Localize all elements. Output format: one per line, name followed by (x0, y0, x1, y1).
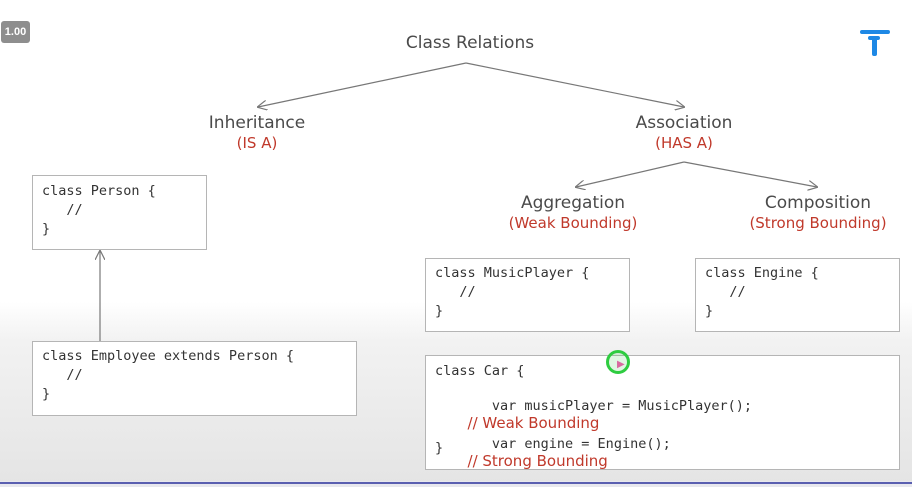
arrow-to-composition (683, 161, 817, 187)
code-line: // (435, 284, 476, 300)
code-line: } (435, 303, 444, 319)
aggregation-node: Aggregation (Weak Bounding) (493, 193, 653, 233)
association-title: Association (635, 113, 733, 133)
code-line: class Person { (42, 183, 156, 199)
code-line: // (42, 202, 83, 218)
code-line: class MusicPlayer { (435, 265, 590, 281)
composition-title: Composition (764, 193, 872, 213)
association-subtitle: (HAS A) (655, 134, 713, 152)
cursor-highlight-icon: ▶ (606, 350, 630, 374)
aggregation-title: Aggregation (520, 193, 626, 213)
code-line: var musicPlayer = MusicPlayer(); // Weak… (435, 382, 752, 448)
mouse-pointer-icon: ▶ (617, 359, 625, 370)
association-node: Association (HAS A) (604, 113, 764, 153)
code-box-employee: class Employee extends Person { // } (32, 341, 357, 416)
code-line: } (435, 440, 444, 456)
code-text: var musicPlayer = MusicPlayer(); (467, 398, 752, 414)
inheritance-subtitle: (IS A) (236, 134, 278, 152)
code-line: var engine = Engine(); // Strong Boundin… (435, 420, 671, 486)
composition-subtitle: (Strong Bounding) (749, 214, 887, 232)
arrow-to-association (465, 62, 684, 107)
root-title: Class Relations (405, 33, 535, 53)
arrow-to-inheritance (258, 62, 467, 107)
code-line: } (42, 386, 51, 402)
code-line: // (42, 367, 83, 383)
code-line: } (705, 303, 714, 319)
code-text: var engine = Engine(); (467, 436, 671, 452)
composition-node: Composition (Strong Bounding) (735, 193, 901, 233)
code-box-musicplayer: class MusicPlayer { // } (425, 258, 630, 332)
root-node: Class Relations (380, 33, 560, 53)
code-line: class Car { (435, 363, 525, 379)
code-line: class Engine { (705, 265, 819, 281)
code-box-person: class Person { // } (32, 175, 207, 250)
bottom-bar (0, 481, 912, 487)
code-box-car: class Car { var musicPlayer = MusicPlaye… (425, 355, 900, 470)
aggregation-subtitle: (Weak Bounding) (508, 214, 638, 232)
code-comment: // Weak Bounding (467, 414, 600, 432)
inheritance-node: Inheritance (IS A) (182, 113, 332, 153)
progress-line (0, 482, 912, 484)
code-line: } (42, 221, 51, 237)
arrow-to-aggregation (576, 161, 685, 187)
code-box-engine: class Engine { // } (695, 258, 900, 332)
code-comment: // Strong Bounding (467, 452, 608, 470)
t-logo-icon (860, 30, 890, 56)
inheritance-title: Inheritance (208, 113, 306, 133)
playback-speed-badge[interactable]: 1.00 (1, 21, 30, 43)
code-line: // (705, 284, 746, 300)
code-line: class Employee extends Person { (42, 348, 294, 364)
